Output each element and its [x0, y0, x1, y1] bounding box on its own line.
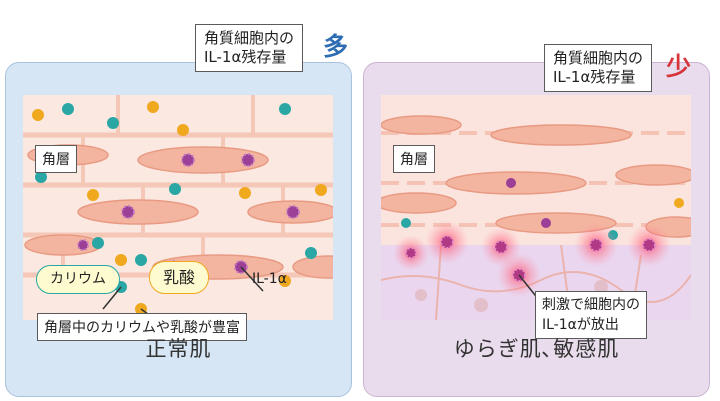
- lactic-acid-dot: [87, 189, 99, 201]
- released-il1-dot: [440, 235, 454, 249]
- potassium-dot: [279, 103, 291, 115]
- sensitive-il1-callout: 角質細胞内の IL-1α残存量 少: [544, 44, 691, 92]
- potassium-dot: [107, 117, 119, 129]
- lactic-acid-dot: [315, 184, 327, 196]
- lactic-acid-dot: [115, 254, 127, 266]
- il1-alpha-label: IL-1α: [252, 271, 287, 287]
- stratum-corneum-label: 角層: [35, 145, 77, 173]
- rich-note: 角層中のカリウムや乳酸が豊富: [37, 313, 247, 341]
- release-line-1: 刺激で細胞内の: [542, 297, 640, 313]
- released-il1-dot: [589, 238, 603, 252]
- il1-alpha-dot: [121, 205, 135, 219]
- lactic-acid-dot: [147, 101, 159, 113]
- normal-skin-panel: 角層 カリウム 乳酸 IL-1α 角層中のカリウムや乳酸が豊富 正常肌: [5, 62, 352, 397]
- lactic-acid-label: 乳酸: [149, 261, 209, 294]
- normal-il1-callout: 角質細胞内の IL-1α残存量 多: [195, 24, 348, 72]
- callout-line-2: IL-1α残存量: [553, 68, 636, 86]
- potassium-dot: [305, 247, 317, 259]
- il1-alpha-dot: [541, 218, 551, 228]
- il1-alpha-dot: [241, 153, 255, 167]
- release-note: 刺激で細胞内の IL-1αが放出: [535, 291, 647, 339]
- normal-skin-caption: 正常肌: [145, 337, 212, 361]
- il1-alpha-dot: [181, 153, 195, 167]
- corneocyte: [292, 255, 333, 279]
- stratum-corneum-label: 角層: [393, 145, 435, 173]
- lactic-acid-dot: [177, 124, 189, 136]
- potassium-label: カリウム: [36, 265, 120, 294]
- lactic-acid-dot: [239, 187, 251, 199]
- corneocyte: [381, 115, 462, 135]
- corneocyte: [615, 164, 691, 186]
- potassium-dot: [92, 237, 104, 249]
- potassium-dot: [35, 171, 47, 183]
- released-il1-dot: [642, 238, 656, 252]
- lactic-acid-dot: [674, 198, 684, 208]
- released-il1-dot: [494, 240, 508, 254]
- corneocyte: [24, 234, 102, 256]
- potassium-dot: [62, 103, 74, 115]
- corneocyte: [490, 124, 632, 146]
- corneocyte: [137, 146, 269, 174]
- released-il1-dot: [405, 247, 417, 259]
- release-line-2: IL-1αが放出: [542, 317, 619, 333]
- potassium-dot: [401, 218, 411, 228]
- il1-alpha-dot: [506, 178, 516, 188]
- sensitive-skin-caption: ゆらぎ肌､敏感肌: [453, 337, 620, 361]
- corneocyte: [381, 192, 457, 214]
- sensitive-skin-illustration: [381, 95, 691, 320]
- callout-line-1: 角質細胞内の: [553, 49, 644, 67]
- il1-alpha-dot: [286, 205, 300, 219]
- potassium-dot: [169, 183, 181, 195]
- lactic-acid-dot: [279, 275, 291, 287]
- lactic-acid-dot: [32, 109, 44, 121]
- amount-few: 少: [666, 52, 692, 81]
- amount-many: 多: [323, 32, 349, 61]
- callout-line-2: IL-1α残存量: [204, 48, 287, 66]
- il1-alpha-dot: [77, 239, 89, 251]
- potassium-dot: [135, 254, 147, 266]
- callout-line-1: 角質細胞内の: [204, 29, 295, 47]
- sensitive-skin-panel: 角層 刺激で細胞内の IL-1αが放出 ゆらぎ肌､敏感肌: [363, 62, 710, 397]
- corneocyte: [77, 199, 199, 225]
